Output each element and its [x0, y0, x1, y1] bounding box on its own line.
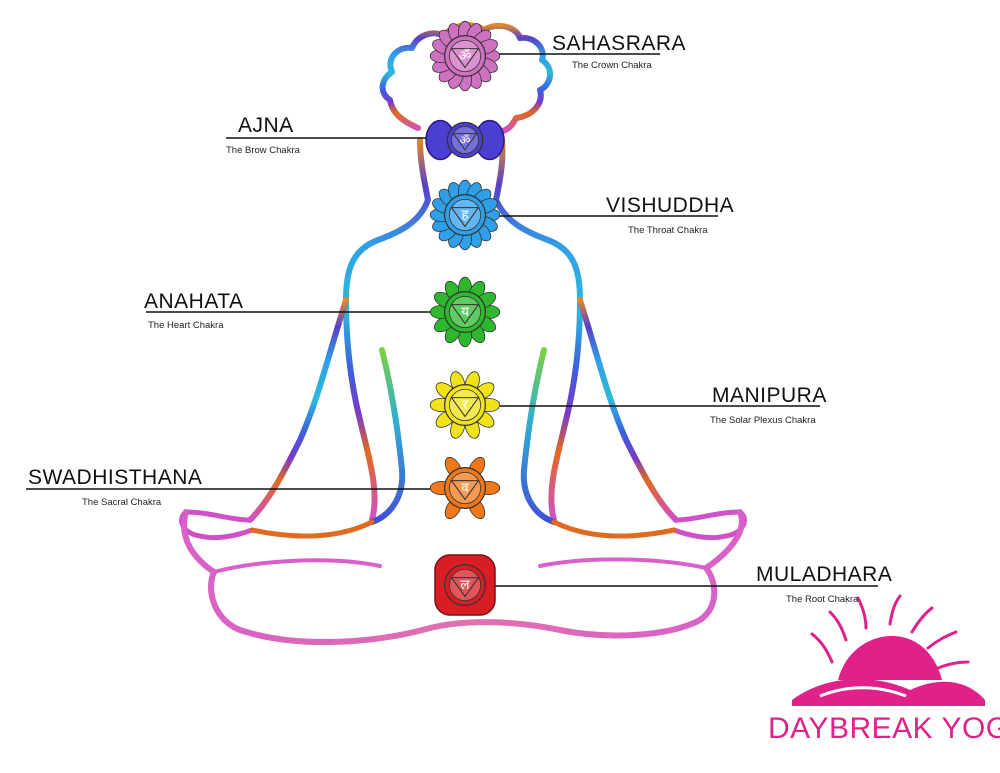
chakra-symbol-muladhara-icon: ल — [434, 554, 496, 616]
chakra-name-swadhisthana: SWADHISTHANA — [28, 466, 203, 489]
chakra-symbol-swadhisthana-icon: व — [429, 456, 501, 520]
chakra-subtitle-anahata: The Heart Chakra — [148, 320, 224, 331]
chakra-name-anahata: ANAHATA — [144, 290, 244, 313]
chakra-name-ajna: AJNA — [238, 114, 294, 137]
sun-rays-icon — [810, 594, 970, 670]
chakra-name-muladhara: MULADHARA — [756, 563, 893, 586]
chakra-name-sahasrara: SAHASRARA — [552, 32, 687, 55]
chakra-subtitle-manipura: The Solar Plexus Chakra — [710, 415, 816, 426]
chakra-symbol-ajna-icon: ॐ — [425, 119, 505, 161]
chakra-subtitle-vishuddha: The Throat Chakra — [628, 225, 708, 236]
chakra-name-manipura: MANIPURA — [712, 384, 827, 407]
brand-name: DAYBREAK YOGA — [768, 712, 1000, 745]
leader-lines — [26, 53, 878, 587]
chakra-glyph-ajna: ॐ — [460, 133, 471, 147]
chakra-glyph-sahasrara: ॐ — [459, 48, 471, 64]
chakra-subtitle-swadhisthana: The Sacral Chakra — [82, 497, 162, 508]
chakra-symbol-vishuddha-icon: ह — [429, 179, 501, 251]
chakra-symbol-sahasrara-icon: ॐ — [429, 20, 501, 92]
hill-icon — [792, 679, 985, 706]
sun-icon — [838, 636, 942, 680]
chakra-glyph-vishuddha: ह — [461, 207, 469, 223]
chakra-subtitle-muladhara: The Root Chakra — [786, 594, 859, 605]
chakra-glyph-swadhisthana: व — [461, 480, 469, 496]
daybreak-yoga-logo — [792, 594, 985, 706]
chakra-subtitle-ajna: The Brow Chakra — [226, 145, 300, 156]
chakra-glyph-manipura: र — [462, 397, 468, 413]
chakra-name-vishuddha: VISHUDDHA — [606, 194, 735, 217]
chakra-symbol-manipura-icon: र — [429, 371, 501, 439]
chakra-subtitle-sahasrara: The Crown Chakra — [572, 60, 652, 71]
chakra-glyph-anahata: य — [461, 304, 470, 320]
chakra-symbol-anahata-icon: य — [429, 276, 501, 348]
chakra-symbols: ॐ ॐ ह य र व ल — [425, 20, 505, 616]
chakra-glyph-muladhara: ल — [460, 577, 470, 593]
